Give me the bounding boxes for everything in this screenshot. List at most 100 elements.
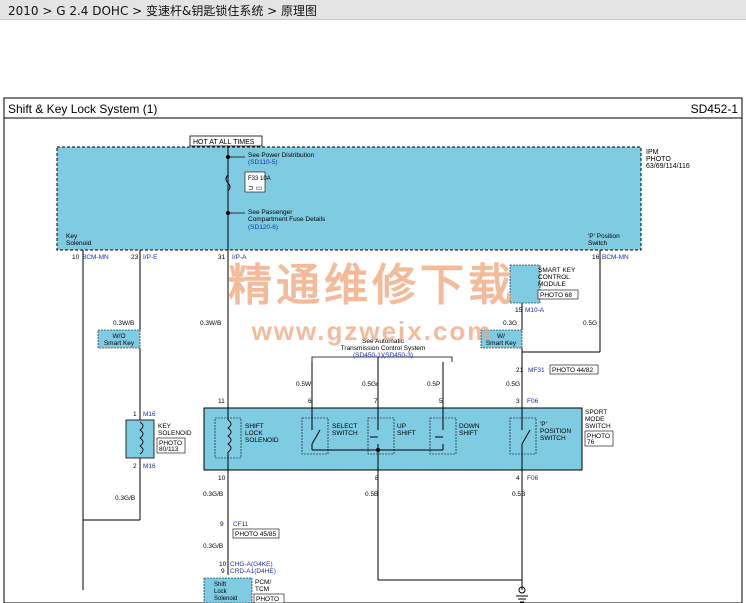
left-wire-label: 0.3W/B [113,320,134,327]
fuse-photo-icon: ⊃ ▭ [248,185,262,192]
see-passenger-2: Compartment Fuse Details [248,216,326,223]
bcm-mn-right: BCM-MN [602,254,629,261]
crd-pin: 9 [221,568,225,575]
wire-05w: 0.5W [296,381,312,388]
ipm-key-solenoid-2: Solenoid [66,240,92,247]
breadcrumb: 2010 > G 2.4 DOHC > 变速杆&钥匙锁住系统 > 原理图 [8,4,318,18]
pin-16: 16 [592,254,600,261]
sport-photo: PHOTO [587,433,610,440]
key-solenoid-photo-ids: 80/113 [159,446,179,453]
m16-pin-1: 1 [133,411,137,418]
select-switch-icon [301,408,378,455]
sport-label-2: MODE [585,416,605,423]
m16-pin-2: 2 [133,463,137,470]
sport-pin-7: 7 [374,398,378,405]
tcs-label-2: Transmission Control System [341,345,426,352]
down-shift-2: SHIFT [459,430,478,437]
ipm-p-position-2: Switch [588,240,608,247]
sport-label-3: SWITCH [585,423,611,430]
wire-05g: 0.5G [506,381,520,388]
wo-smart-key-2: Smart Key [104,340,135,347]
right-wire: 0.5G [583,320,597,327]
wire-05gr: 0.5Gr [362,381,379,388]
down-shift-switch-icon [378,408,457,455]
chg-conn: CHG-A(G4KE) [230,561,273,568]
pcm-shift-3: Solenoid [214,596,237,602]
cf11-conn: CF11 [233,521,249,528]
sport-pin-10: 10 [218,475,226,482]
sport-pin-8: 8 [375,475,379,482]
up-shift-1: UP [397,423,406,430]
shift-lock-2: LOCK [245,430,263,437]
smart-pin-15: 15 [515,307,523,314]
down-shift-1: DOWN [459,423,480,430]
smart-key-module-3: MODULE [538,281,566,288]
fuse-label: F33 10A [248,176,271,182]
pcm-label-2: TCM [255,586,269,593]
shift-lock-1: SHIFT [245,423,264,430]
p-position-3: SWITCH [540,435,566,442]
pcm-shift-1: Shift [214,582,226,588]
see-passenger-1: See Passenger [248,209,293,216]
watermark-url: www.gzweix.com [251,316,493,346]
hot-at-all-times-label: HOT AT ALL TIMES [193,139,255,146]
w-smart-key-2: Smart Key [486,340,517,347]
see-passenger-ref: (SD120-6) [248,224,278,231]
up-shift-2: SHIFT [397,430,416,437]
sport-pin-5: 5 [439,398,443,405]
sport-photo-ids: 76 [587,439,595,446]
pin-23: 23 [131,254,139,261]
left-wire-label-2: 0.3G/B [115,495,135,502]
diagram-code: SD452-1 [691,102,739,116]
m10-a-conn: M10-A [525,307,545,314]
sport-f06-top: F06 [527,398,539,405]
smart-key-module-2: CONTROL [538,274,570,281]
center-wire-label: 0.3W/B [200,320,221,327]
smart-key-module-box [509,264,541,304]
ipm-photo: PHOTO [646,156,671,163]
key-solenoid-photo: PHOTO [159,440,182,447]
key-solenoid-2: SOLENOID [158,430,192,437]
sport-f06-bottom: F06 [527,475,539,482]
w-smart-key-1: W/ [497,333,505,340]
diagram-title: Shift & Key Lock System (1) [8,102,157,116]
m16-conn-a: M16 [143,411,156,418]
p-position-2: POSITION [540,428,571,435]
sport-pin-3: 3 [516,398,520,405]
see-power-ref: (SD110-5) [248,159,278,166]
select-switch-1: SELECT [332,423,357,430]
p-position-switch-icon [509,408,537,478]
crd-conn: CRD-A1(D4HE) [230,568,276,575]
tcs-label-1: See Automatic [362,338,405,345]
key-solenoid-1: KEY [158,423,172,430]
bottom-wire-1: 0.3G/B [203,491,223,498]
smart-wire: 0.3G [503,320,517,327]
watermark-cn: 精通维修下载 [228,261,516,310]
ipm-label: IPM [646,149,659,156]
sport-mode-switch-box [203,407,583,471]
see-power-distribution: See Power Distribution [248,152,314,159]
cf11-photo: PHOTO 45/85 [235,531,276,538]
shift-lock-coil-icon [227,419,232,453]
ipm-photo-ids: 63/69/114/116 [646,163,690,170]
sport-pin-6: 6 [308,398,312,405]
pcm-shift-2: Lock [214,589,228,595]
pin-31: 31 [218,254,226,261]
select-switch-2: SWITCH [332,430,358,437]
pcm-photo: PHOTO [256,596,279,603]
wo-smart-key-1: W/O [113,333,126,340]
bottom-wire-4: 0.3G/B [203,543,223,550]
cf11-pin: 9 [220,521,224,528]
smart-key-module-1: SMART KEY [538,267,576,274]
pcm-label-1: PCM/ [255,579,271,586]
ipm-box [56,146,642,251]
tcs-ref: (SD450-1)(SD450-3) [353,352,413,359]
mf31-conn: MF31 [528,367,545,374]
pin-10: 10 [72,254,80,261]
fuse-icon [225,174,231,192]
breadcrumb-bar: 2010 > G 2.4 DOHC > 变速杆&钥匙锁住系统 > 原理图 [0,0,746,20]
key-solenoid-coil-icon [139,421,144,455]
shift-lock-3: SOLENOID [245,437,279,444]
bcm-mn-left: BCM-MN [82,254,109,261]
